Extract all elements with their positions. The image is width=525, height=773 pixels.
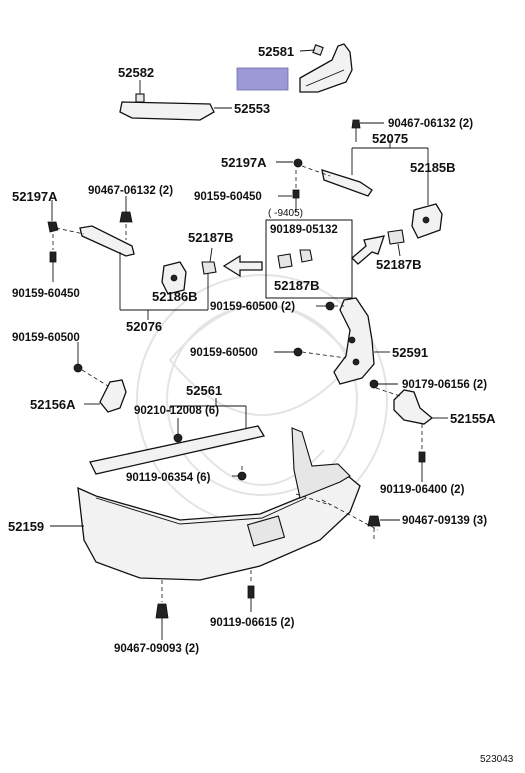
label-52076: 52076	[126, 319, 162, 334]
label-90467-06132-right: 90467-06132 (2)	[388, 118, 473, 130]
label-52582: 52582	[118, 65, 154, 80]
label-52581: 52581	[258, 44, 294, 59]
label-52075: 52075	[372, 131, 408, 146]
screw-90119-06615	[247, 570, 255, 612]
clip-52197A-left	[47, 200, 85, 235]
label-52186B: 52186B	[152, 289, 198, 304]
label-52185B: 52185B	[410, 160, 456, 175]
label-90119-06354: 90119-06354 (6)	[126, 472, 211, 484]
part-52075-reinforcement	[321, 140, 429, 205]
label-52553: 52553	[234, 101, 270, 116]
bolt-90467-06132-left	[119, 196, 133, 240]
label-90119-06400: 90119-06400 (2)	[380, 484, 465, 496]
part-52553-molding	[119, 80, 232, 121]
label-90467-09093: 90467-09093 (2)	[114, 643, 199, 655]
clip-52197A-right	[276, 158, 331, 177]
label-90467-09139: 90467-09139 (3)	[402, 515, 487, 527]
part-52155A-bracket	[393, 389, 448, 425]
label-90119-06615: 90119-06615 (2)	[210, 617, 295, 629]
label-90159-60500-upper: 90159-60500 (2)	[210, 301, 295, 313]
part-52591-retainer	[333, 297, 390, 385]
label-52155A: 52155A	[450, 411, 496, 426]
bolt-90467-06132-right	[351, 119, 384, 142]
label-52197A-right: 52197A	[221, 155, 267, 170]
nut-90159-60500-left	[73, 342, 109, 387]
label-range: ( -9405)	[268, 208, 303, 219]
nut-90119-06354	[232, 466, 247, 481]
label-90159-60500-mid: 90159-60500	[190, 347, 258, 359]
label-52187B-left: 52187B	[188, 230, 234, 245]
label-90159-60450-right: 90159-60450	[194, 191, 262, 203]
label-90159-60450-left: 90159-60450	[12, 288, 80, 300]
label-52591: 52591	[392, 345, 428, 360]
nut-90179-06156	[369, 379, 401, 397]
clip-52187B-left	[201, 247, 217, 275]
part-52186B-retainer	[161, 261, 187, 295]
nut-90159-60500-mid	[274, 347, 347, 359]
label-52187B-boxed: 52187B	[274, 278, 320, 293]
part-52185B-retainer	[411, 203, 443, 239]
arrow-left-clip	[222, 254, 263, 278]
variant-box	[265, 219, 353, 299]
label-52156A: 52156A	[30, 397, 76, 412]
label-52561: 52561	[186, 383, 222, 398]
part-52581-molding	[299, 43, 353, 93]
bolt-90467-09139	[367, 515, 400, 540]
label-90210-12008: 90210-12008 (6)	[134, 405, 219, 417]
label-90159-60500-left: 90159-60500	[12, 332, 80, 344]
label-52159: 52159	[8, 519, 44, 534]
arrow-right-clip	[351, 235, 385, 265]
bolt-90467-09093	[155, 580, 169, 640]
clip-52187B-right	[387, 229, 405, 257]
part-52159-bumper-cover	[50, 427, 379, 581]
clip-90210-12008	[173, 418, 183, 443]
part-52561-absorber	[89, 398, 266, 475]
label-90179-06156: 90179-06156 (2)	[402, 379, 487, 391]
part-52156A-bracket	[84, 379, 127, 413]
label-90189-05132: 90189-05132	[270, 224, 338, 236]
label-52197A-left: 52197A	[12, 189, 58, 204]
label-52187B-right: 52187B	[376, 257, 422, 272]
part-52076-reinforcement	[79, 225, 209, 320]
screw-90119-06400	[418, 424, 426, 482]
highlight-box[interactable]	[236, 67, 289, 91]
screw-90159-60450-right	[278, 170, 300, 212]
diagram-code: 523043	[480, 754, 514, 765]
nut-90159-60500-upper	[316, 301, 344, 311]
screw-90159-60450-left	[49, 234, 57, 282]
label-90467-06132-left: 90467-06132 (2)	[88, 185, 173, 197]
